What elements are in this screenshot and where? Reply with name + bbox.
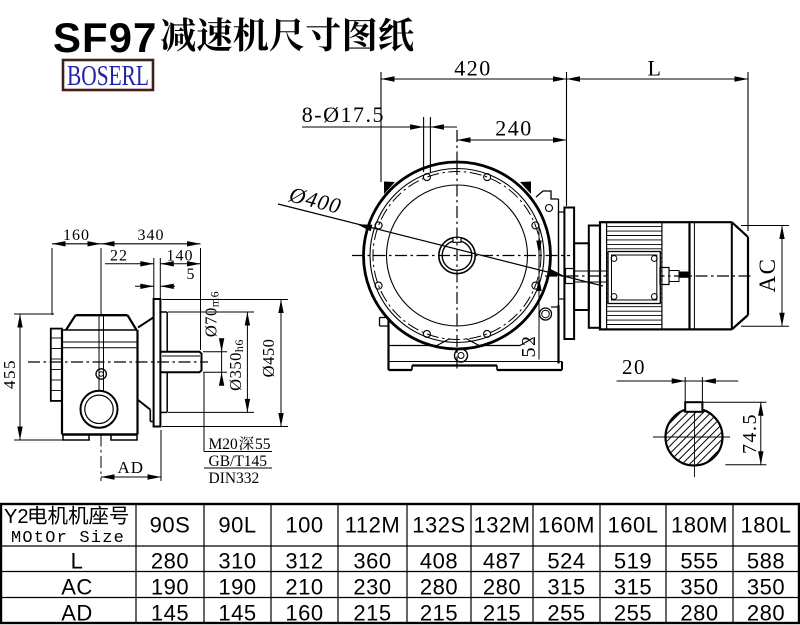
- svg-text:132S: 132S: [412, 513, 465, 538]
- svg-text:588: 588: [747, 549, 785, 574]
- svg-text:22: 22: [110, 248, 128, 265]
- svg-text:AC: AC: [61, 575, 93, 600]
- svg-text:5: 5: [187, 266, 196, 283]
- svg-text:350: 350: [747, 575, 785, 600]
- svg-text:230: 230: [353, 575, 391, 600]
- svg-text:160M: 160M: [538, 513, 595, 538]
- svg-text:L: L: [648, 56, 663, 81]
- svg-text:AC: AC: [755, 258, 780, 293]
- svg-text:90S: 90S: [150, 513, 191, 538]
- svg-text:255: 255: [547, 601, 585, 625]
- svg-text:280: 280: [420, 575, 458, 600]
- svg-text:190: 190: [218, 575, 256, 600]
- svg-text:180M: 180M: [671, 513, 728, 538]
- svg-text:160L: 160L: [608, 513, 659, 538]
- svg-text:M20: M20: [209, 436, 239, 453]
- svg-text:20: 20: [622, 355, 646, 379]
- svg-text:280: 280: [747, 601, 785, 625]
- svg-text:MOtOr Size: MOtOr Size: [11, 529, 125, 548]
- svg-text:340: 340: [138, 227, 165, 244]
- svg-text:Ø70m6: Ø70m6: [202, 291, 222, 337]
- svg-text:L: L: [71, 549, 84, 574]
- svg-text:8-Ø17.5: 8-Ø17.5: [302, 102, 385, 127]
- svg-text:GB/T145: GB/T145: [209, 453, 268, 470]
- svg-text:350: 350: [680, 575, 718, 600]
- svg-text:280: 280: [680, 601, 718, 625]
- svg-text:455: 455: [0, 359, 19, 389]
- svg-text:140: 140: [167, 248, 194, 265]
- svg-text:132M: 132M: [473, 513, 530, 538]
- svg-text:145: 145: [218, 601, 256, 625]
- svg-text:55: 55: [255, 436, 271, 453]
- svg-text:AD: AD: [61, 601, 93, 625]
- svg-text:555: 555: [680, 549, 718, 574]
- svg-text:487: 487: [483, 549, 521, 574]
- svg-text:310: 310: [218, 549, 256, 574]
- svg-text:519: 519: [614, 549, 652, 574]
- svg-text:145: 145: [151, 601, 189, 625]
- svg-text:74.5: 74.5: [739, 413, 761, 454]
- svg-text:Y2: Y2: [4, 506, 28, 528]
- svg-text:240: 240: [495, 116, 533, 141]
- svg-text:280: 280: [151, 549, 189, 574]
- svg-text:160: 160: [285, 601, 323, 625]
- svg-text:Ø350h6: Ø350h6: [226, 339, 246, 391]
- svg-text:SF97: SF97: [53, 14, 157, 61]
- svg-text:255: 255: [614, 601, 652, 625]
- svg-text:BOSERL: BOSERL: [67, 61, 149, 92]
- svg-text:420: 420: [454, 56, 492, 81]
- svg-text:360: 360: [353, 549, 391, 574]
- svg-text:280: 280: [483, 575, 521, 600]
- svg-text:52: 52: [518, 335, 540, 358]
- svg-text:210: 210: [285, 575, 323, 600]
- svg-text:AD: AD: [118, 458, 145, 477]
- svg-text:100: 100: [285, 513, 323, 538]
- svg-text:190: 190: [151, 575, 189, 600]
- svg-text:315: 315: [614, 575, 652, 600]
- svg-text:180L: 180L: [741, 513, 792, 538]
- svg-text:DIN332: DIN332: [209, 470, 260, 487]
- svg-text:315: 315: [547, 575, 585, 600]
- svg-text:524: 524: [547, 549, 585, 574]
- svg-text:215: 215: [420, 601, 458, 625]
- svg-text:160: 160: [63, 227, 90, 244]
- svg-text:112M: 112M: [345, 513, 400, 538]
- svg-text:408: 408: [420, 549, 458, 574]
- svg-text:215: 215: [483, 601, 521, 625]
- svg-text:312: 312: [285, 549, 323, 574]
- svg-text:90L: 90L: [218, 513, 256, 538]
- svg-text:Ø450: Ø450: [259, 339, 278, 378]
- svg-text:215: 215: [353, 601, 391, 625]
